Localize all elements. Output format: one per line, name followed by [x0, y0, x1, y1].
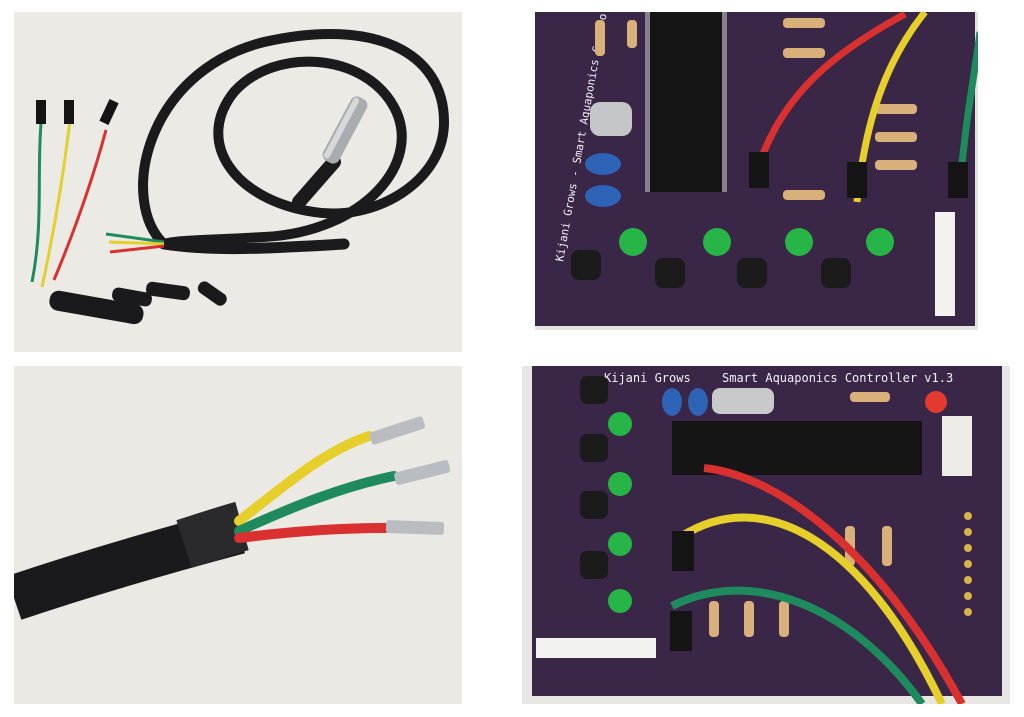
right-pin-header	[942, 416, 972, 476]
jumper-wires	[670, 464, 966, 704]
photo-pcb-wired-top: Kijani Grows - Smart Aquaponics Controll…	[535, 12, 978, 330]
pin-pads	[964, 512, 972, 616]
wire-crimp-illustration	[14, 366, 462, 704]
crimp-terminals	[369, 416, 451, 535]
heat-shrink-tubes	[49, 281, 227, 325]
resistor-array	[595, 18, 917, 200]
brand-label: Kijani Grows	[604, 371, 691, 385]
power-led	[925, 391, 947, 413]
capacitor-c1	[662, 388, 682, 416]
bottom-pin-header	[536, 638, 656, 658]
photo-sensor-probe	[14, 12, 462, 352]
cable-wire-ends	[105, 232, 165, 254]
pin-header	[935, 212, 955, 316]
photo-pcb-wired-assembled: Kijani Grows Smart Aquaponics Controller…	[522, 366, 1010, 704]
capacitor-c1	[585, 153, 621, 175]
sensor-probe-illustration	[14, 12, 462, 352]
crystal-oscillator	[712, 388, 774, 414]
jumper-wires	[30, 99, 119, 288]
conductor-wires	[234, 431, 399, 543]
cable-loop	[138, 28, 450, 249]
transistors	[571, 250, 851, 288]
status-leds	[608, 412, 632, 613]
microcontroller-chip	[645, 12, 727, 192]
jumper-wires	[749, 12, 978, 203]
stainless-probe	[292, 96, 368, 209]
photo-wire-crimp	[14, 366, 462, 704]
status-leds	[619, 228, 894, 256]
pcb-top-illustration: Kijani Grows - Smart Aquaponics Controll…	[535, 12, 978, 330]
crystal-oscillator	[590, 102, 632, 136]
product-label: Smart Aquaponics Controller v1.3	[722, 371, 953, 385]
transistors	[580, 376, 608, 579]
capacitor-c2	[585, 185, 621, 207]
pcb-assembled-illustration: Kijani Grows Smart Aquaponics Controller…	[522, 366, 1010, 704]
capacitor-c2	[688, 388, 708, 416]
